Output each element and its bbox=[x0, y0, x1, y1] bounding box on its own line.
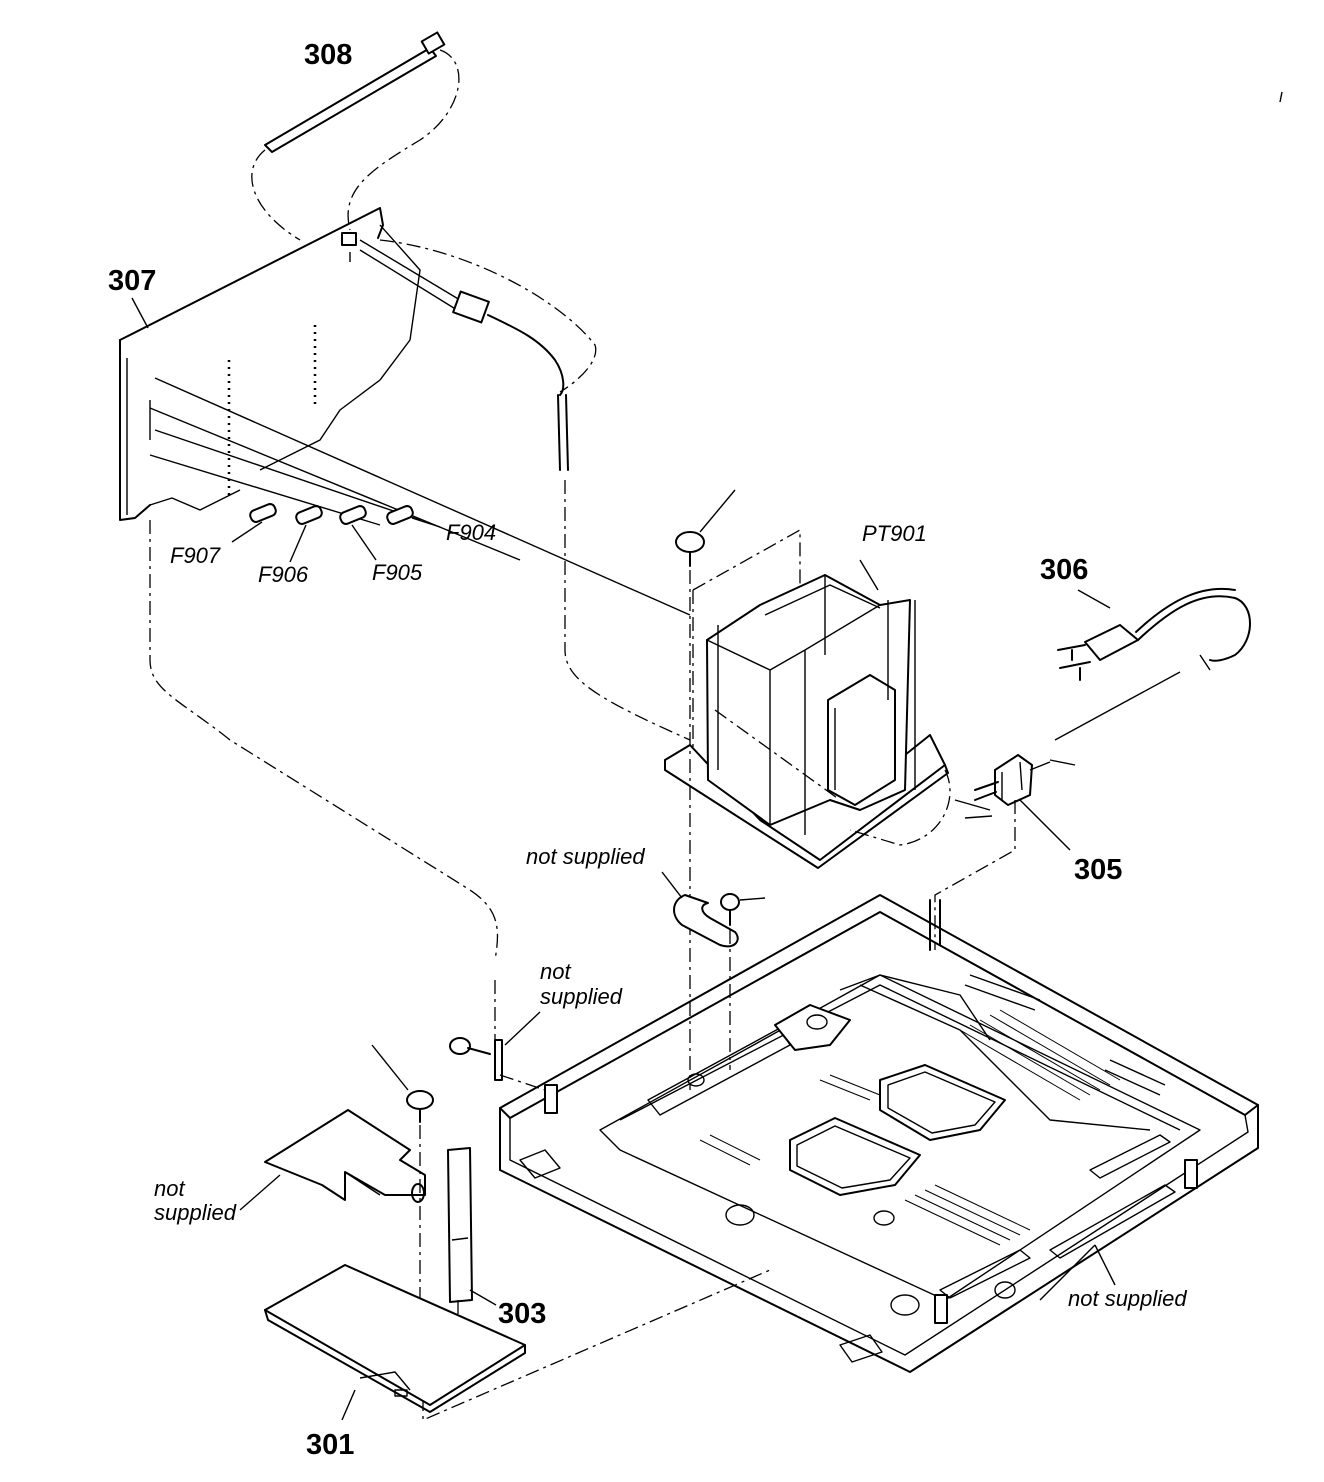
label-306: 306 bbox=[1040, 554, 1088, 586]
svg-text:not: not bbox=[540, 959, 571, 984]
svg-text:not supplied: not supplied bbox=[526, 844, 645, 869]
part-308-cable-tie bbox=[251, 31, 460, 241]
label-pt901: PT901 bbox=[862, 521, 927, 546]
label-f905: F905 bbox=[372, 560, 423, 585]
clip-not-supplied bbox=[661, 871, 766, 1070]
svg-text:PT901: PT901 bbox=[862, 521, 927, 546]
svg-text:supplied: supplied bbox=[540, 984, 623, 1009]
part-303-bracket bbox=[447, 1147, 497, 1343]
svg-text:F907: F907 bbox=[170, 543, 221, 568]
svg-text:305: 305 bbox=[1074, 854, 1122, 886]
svg-text:301: 301 bbox=[306, 1429, 354, 1461]
guide-line-307 bbox=[149, 520, 499, 961]
fuse-f907 bbox=[249, 503, 277, 523]
svg-text:303: 303 bbox=[498, 1298, 546, 1330]
part-305-bushing bbox=[849, 754, 1071, 950]
part-301-board bbox=[264, 1264, 526, 1421]
label-not-supplied-screw: not supplied bbox=[540, 959, 623, 1009]
label-301: 301 bbox=[306, 1429, 354, 1461]
label-not-supplied-plate: not supplied bbox=[154, 1176, 237, 1225]
part-306-power-cord bbox=[1049, 587, 1251, 766]
svg-text:supplied: supplied bbox=[154, 1200, 237, 1225]
fuse-f905 bbox=[339, 505, 367, 525]
part-pt901-transformer bbox=[664, 528, 949, 869]
svg-text:F905: F905 bbox=[372, 560, 423, 585]
stray-mark bbox=[1279, 91, 1283, 103]
svg-text:F906: F906 bbox=[258, 562, 309, 587]
fuses-group bbox=[231, 503, 441, 563]
svg-text:308: 308 bbox=[304, 39, 352, 71]
fuse-f904 bbox=[386, 505, 414, 525]
label-f904: F904 bbox=[446, 520, 496, 545]
chassis-hatch bbox=[699, 1009, 1121, 1246]
svg-text:306: 306 bbox=[1040, 554, 1088, 586]
svg-text:not: not bbox=[154, 1176, 185, 1201]
connector-plug bbox=[359, 239, 691, 741]
svg-text:not supplied: not supplied bbox=[1068, 1286, 1187, 1311]
screw-not-supplied bbox=[449, 1011, 546, 1091]
screw-board-301 bbox=[371, 1044, 771, 1421]
label-308: 308 bbox=[304, 39, 352, 71]
label-f907: F907 bbox=[170, 543, 221, 568]
plate-not-supplied bbox=[239, 1109, 426, 1211]
label-f906: F906 bbox=[258, 562, 309, 587]
main-chassis bbox=[499, 894, 1259, 1373]
label-not-supplied-chassis: not supplied bbox=[1068, 1286, 1187, 1311]
label-not-supplied-clip: not supplied bbox=[526, 844, 645, 869]
screw-transformer bbox=[675, 489, 736, 1090]
fuse-f906 bbox=[295, 505, 323, 525]
label-307: 307 bbox=[108, 265, 156, 329]
label-305: 305 bbox=[1074, 854, 1122, 886]
svg-text:307: 307 bbox=[108, 265, 156, 297]
svg-text:F904: F904 bbox=[446, 520, 496, 545]
label-303: 303 bbox=[498, 1298, 546, 1330]
